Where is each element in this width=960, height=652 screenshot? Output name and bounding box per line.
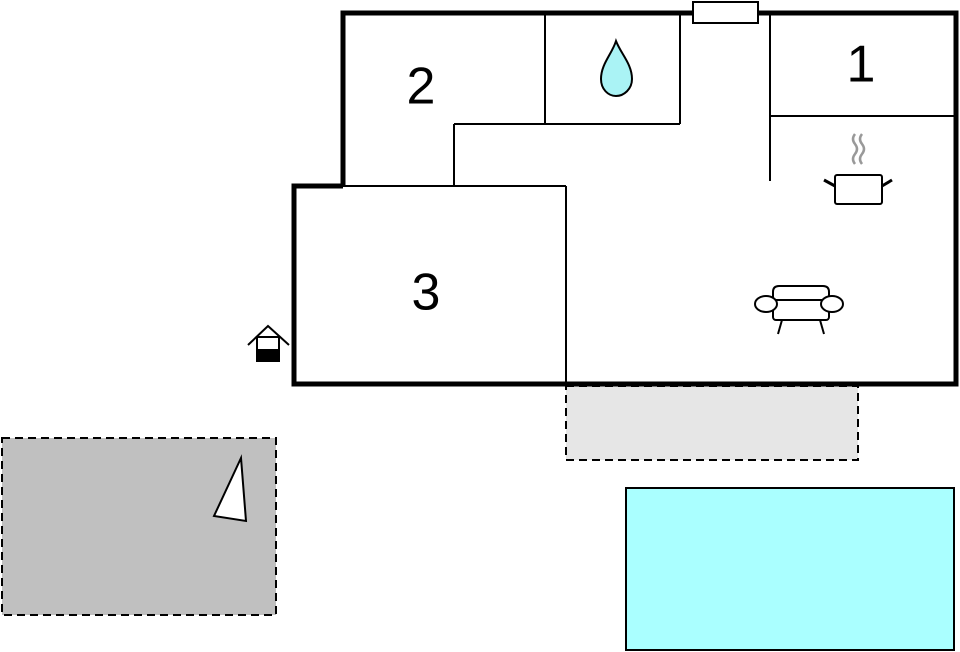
house-entrance-icon bbox=[247, 324, 290, 362]
room-label-3: 3 bbox=[412, 264, 441, 322]
garden-area bbox=[1, 437, 277, 616]
room-label-2: 2 bbox=[407, 58, 436, 116]
water-drop-icon bbox=[599, 37, 634, 98]
exterior-walls bbox=[291, 10, 959, 387]
window-icon bbox=[692, 1, 759, 24]
parasol-icon bbox=[212, 454, 248, 523]
swimming-pool bbox=[625, 487, 955, 651]
sofa-icon bbox=[754, 285, 844, 335]
terrace-area bbox=[565, 385, 859, 461]
room-label-1: 1 bbox=[847, 36, 876, 94]
cooking-pot-icon bbox=[823, 133, 893, 205]
